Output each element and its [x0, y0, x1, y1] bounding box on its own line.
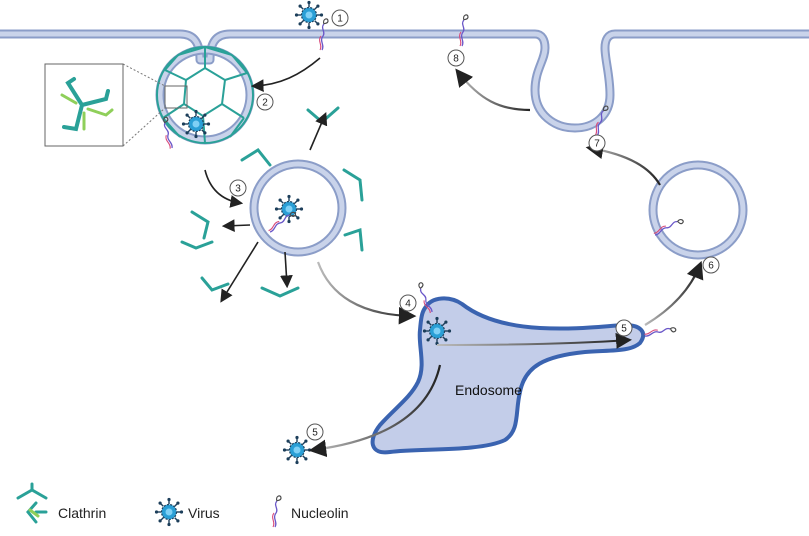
step-5a-marker: 5 — [615, 319, 633, 337]
step-7-label: 7 — [594, 139, 600, 150]
step-2-label: 2 — [262, 98, 268, 109]
step-8-marker: 8 — [447, 49, 465, 67]
clathrin-legend-label: Clathrin — [58, 505, 106, 521]
virus-icon — [274, 194, 304, 224]
virus-icon — [282, 435, 312, 465]
step-5b-label: 5 — [312, 428, 318, 439]
step-5b-marker: 5 — [306, 423, 324, 441]
step-1-label: 1 — [337, 14, 343, 25]
nucleolin-icon — [271, 495, 282, 528]
step-4-marker: 4 — [399, 294, 417, 312]
step-6-label: 6 — [708, 261, 714, 272]
step-2-marker: 2 — [256, 93, 274, 111]
step-markers: 1 2 3 4 5 5 6 7 — [229, 9, 720, 441]
clathrin-coated-pit — [155, 45, 255, 145]
virus-icon — [294, 0, 324, 30]
step-4-label: 4 — [405, 299, 411, 310]
step-5a-label: 5 — [621, 324, 627, 335]
recycling-vesicle — [648, 160, 748, 260]
legend: Clathrin Virus Nucleolin — [16, 482, 349, 528]
arrows — [204, 57, 704, 458]
step-3-marker: 3 — [229, 179, 247, 197]
step-8-label: 8 — [453, 54, 459, 65]
triskelion-zoom-inset — [44, 63, 188, 147]
step-1-marker: 1 — [331, 9, 349, 27]
step-3-label: 3 — [235, 184, 241, 195]
nucleolin-legend-item: Nucleolin — [271, 495, 349, 528]
endosome: Endosome — [370, 281, 677, 455]
virus-legend-item: Virus — [154, 497, 220, 527]
virus-icon — [154, 497, 184, 527]
virus-icon — [181, 109, 211, 139]
step-7-marker: 7 — [588, 134, 606, 152]
clathrin-legend-item: Clathrin — [16, 482, 106, 524]
endosome-label: Endosome — [455, 382, 522, 398]
nucleolin-legend-label: Nucleolin — [291, 505, 349, 521]
virus-legend-label: Virus — [188, 505, 220, 521]
virus-icon — [422, 316, 452, 346]
clathrin-triskelion-icon — [16, 482, 48, 524]
step-6-marker: 6 — [702, 256, 720, 274]
nucleolin-icon — [643, 322, 677, 343]
